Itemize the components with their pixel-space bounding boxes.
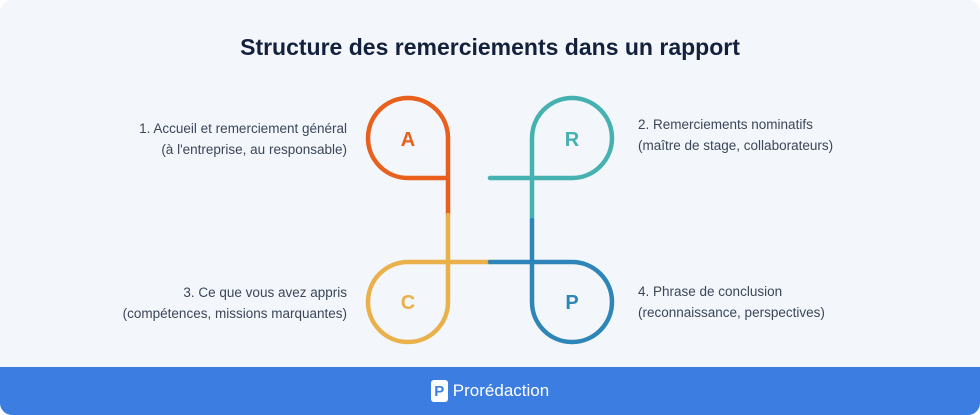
letter-c: C [401, 292, 415, 314]
petal-c [365, 212, 493, 345]
brand-logo-icon: P [430, 380, 448, 402]
step-3-detail: (compétences, missions marquantes) [122, 306, 347, 321]
brand[interactable]: P Prorédaction [430, 380, 550, 402]
petal-p [487, 217, 615, 345]
step-4-title: 4. Phrase de conclusion [638, 284, 783, 299]
step-4-label: 4. Phrase de conclusion (reconnaissance,… [638, 281, 958, 323]
step-1-title: 1. Accueil et remerciement général [139, 121, 347, 136]
petal-r [487, 95, 615, 223]
step-1-label: 1. Accueil et remerciement général (à l'… [47, 118, 347, 160]
letter-r: R [565, 129, 580, 151]
petal-diagram: A R C P [365, 95, 615, 345]
step-2-detail: (maître de stage, collaborateurs) [638, 138, 834, 153]
petal-a [365, 95, 451, 218]
step-3-title: 3. Ce que vous avez appris [183, 285, 347, 300]
step-4-detail: (reconnaissance, perspectives) [638, 305, 825, 320]
step-2-label: 2. Remerciements nominatifs (maître de s… [638, 114, 958, 156]
brand-name: Prorédaction [452, 381, 550, 400]
step-1-detail: (à l'entreprise, au responsable) [161, 142, 347, 157]
footer-bar: P Prorédaction [0, 367, 980, 415]
step-3-label: 3. Ce que vous avez appris (compétences,… [47, 282, 347, 324]
step-2-title: 2. Remerciements nominatifs [638, 117, 813, 132]
letter-a: A [401, 129, 415, 151]
diagram-title: Structure des remerciements dans un rapp… [240, 34, 740, 60]
letter-p: P [565, 292, 578, 314]
